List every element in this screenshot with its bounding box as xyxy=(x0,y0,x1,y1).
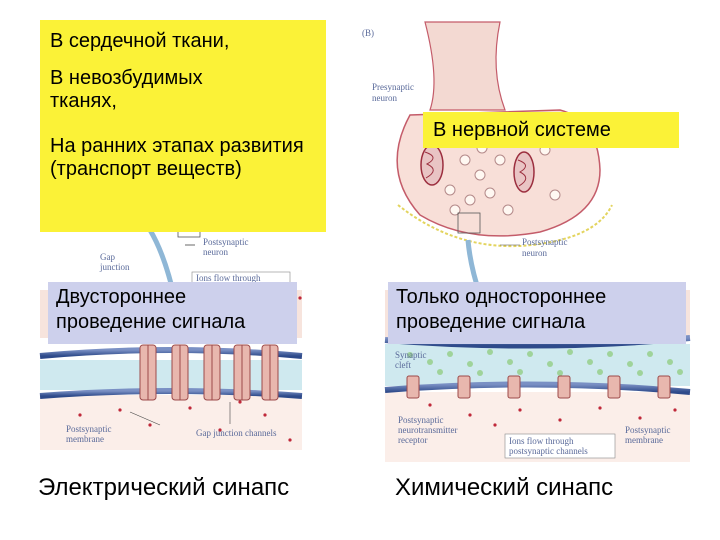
neurotransmitter-molecules xyxy=(407,349,683,376)
label-presynaptic-neuron-1: Presynaptic xyxy=(372,82,414,92)
gap-junction-channel xyxy=(171,344,189,401)
label-postsynaptic-neuron-left-1: Postsynaptic xyxy=(203,237,249,247)
label-presynaptic-neuron-2: neuron xyxy=(372,93,397,103)
gap-junction-channel xyxy=(233,344,251,401)
location-nervous-system: В нервной системе xyxy=(433,119,611,141)
label-postsynaptic-neuron-right-2: neuron xyxy=(522,248,547,258)
mitochondrion xyxy=(420,144,444,186)
label-receptor-1: Postsynaptic xyxy=(398,415,444,425)
ions-right xyxy=(428,403,677,427)
mitochondrion-cristae xyxy=(424,151,434,179)
postsynaptic-receptors xyxy=(406,375,671,399)
presynaptic-axon xyxy=(424,21,506,111)
location-cardiac: В сердечной ткани, xyxy=(50,30,230,52)
inset-box xyxy=(457,212,481,234)
receptor xyxy=(557,375,571,399)
gap-junction-channel xyxy=(139,344,157,401)
label-receptor-2: neurotransmitter xyxy=(398,425,457,435)
label-gap-junction-1: Gap xyxy=(100,252,115,262)
gap-region-left xyxy=(40,360,302,390)
label-postsynaptic-neuron-right-1: Postsynaptic xyxy=(522,237,568,247)
label-postsynaptic-neuron-left-2: neuron xyxy=(203,247,228,257)
pointer-line xyxy=(129,411,161,426)
ions-flow-label-box-right xyxy=(504,433,616,459)
label-ions-flow-right-1: Ions flow through xyxy=(509,436,574,446)
synaptic-cleft-region xyxy=(385,344,690,386)
electrical-synapse-caption: Электрический синапс xyxy=(38,474,290,501)
receptor xyxy=(406,375,420,399)
label-receptor-3: receptor xyxy=(398,435,427,445)
chemical-synapse-location-box: В нервной системе xyxy=(423,112,679,148)
gap-junction-channel xyxy=(261,344,279,401)
receptor xyxy=(457,375,471,399)
bidirectional-conduction-box: Двустороннее проведение сигнала xyxy=(48,282,297,344)
label-synaptic-cleft-2: cleft xyxy=(395,360,411,370)
label-postsynaptic-membrane-left-1: Postsynaptic xyxy=(66,424,112,434)
receptor xyxy=(607,375,621,399)
label-postsynaptic-membrane-left-2: membrane xyxy=(66,434,104,444)
label-gap-junction-2: junction xyxy=(99,262,130,272)
bidirectional-conduction-text: Двустороннее проведение сигнала xyxy=(56,286,246,333)
unidirectional-conduction-box: Только одностороннее проведение сигнала xyxy=(388,282,686,344)
postsynaptic-membrane-right xyxy=(384,381,691,395)
label-gap-junction-channels: Gap junction channels xyxy=(196,428,277,438)
postsynaptic-outline xyxy=(397,204,613,248)
label-postsynaptic-membrane-right-1: Postsynaptic xyxy=(625,425,671,435)
location-early-development: На ранних этапах развития (транспорт вещ… xyxy=(50,135,304,180)
panel-letter: (B) xyxy=(362,28,374,38)
postsynaptic-cytoplasm-left xyxy=(40,395,302,450)
mitochondrion-cristae xyxy=(517,159,527,187)
gap-junction-channels xyxy=(139,344,279,401)
unidirectional-conduction-text: Только одностороннее проведение сигнала xyxy=(396,286,607,333)
electrical-synapse-locations-box: В сердечной ткани, В невозбудимых тканях… xyxy=(40,20,326,232)
receptor xyxy=(657,375,671,399)
mitochondrion xyxy=(513,151,535,193)
label-postsynaptic-membrane-right-2: membrane xyxy=(625,435,663,445)
chemical-synapse-caption: Химический синапс xyxy=(395,474,614,501)
location-nonexcitable: В невозбудимых тканях, xyxy=(50,67,203,112)
gap-junction-channel xyxy=(203,344,221,401)
label-ions-flow-right-2: postsynaptic channels xyxy=(509,446,588,456)
receptor xyxy=(507,375,521,399)
label-synaptic-cleft-1: Synaptic xyxy=(395,350,427,360)
chemical-synapse-illustration: (B) Presynaptic neuron Postsynaptic neur… xyxy=(362,21,691,462)
label-ions-flow-left: Ions flow through xyxy=(196,273,261,283)
